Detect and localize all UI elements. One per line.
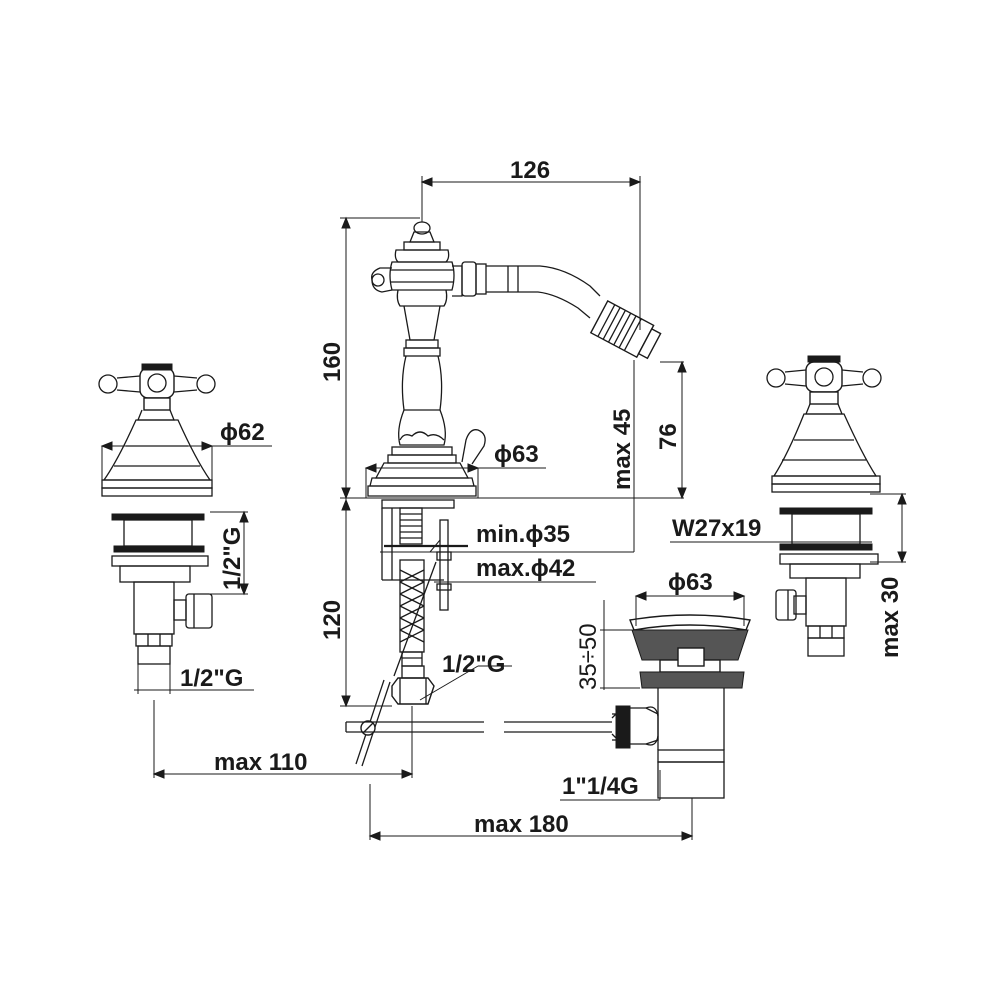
right-valve	[766, 355, 882, 657]
label-max-42: max.ϕ42	[476, 555, 575, 582]
label-left-thread: 1/2"G	[219, 527, 246, 590]
label-120: 120	[319, 600, 346, 640]
label-flex-thread: 1/2"G	[442, 651, 505, 678]
label-160: 160	[319, 342, 346, 382]
central-mixer	[345, 221, 662, 767]
label-w27x19: W27x19	[672, 515, 761, 542]
label-76: 76	[655, 423, 682, 450]
label-min-35: min.ϕ35	[476, 521, 570, 548]
dimension-labels: 126 160 max 45 76 ϕ63 ϕ62 1/2"G 1/2"G mi…	[180, 157, 904, 838]
label-max-180: max 180	[474, 811, 569, 838]
dimension-lines	[100, 176, 907, 841]
label-waste-range: 35÷50	[575, 623, 602, 690]
label-phi-62: ϕ62	[220, 419, 265, 446]
label-waste-phi-63: ϕ63	[668, 569, 713, 596]
label-max-45: max 45	[609, 409, 636, 490]
label-max-110: max 110	[214, 749, 307, 776]
left-valve	[98, 363, 216, 665]
label-126: 126	[510, 157, 550, 184]
pop-up-waste	[611, 614, 751, 799]
label-waste-thread: 1"1/4G	[562, 773, 639, 800]
label-max-30: max 30	[877, 577, 904, 658]
label-left-outlet-thread: 1/2"G	[180, 665, 243, 692]
label-phi-63-spout: ϕ63	[494, 441, 539, 468]
